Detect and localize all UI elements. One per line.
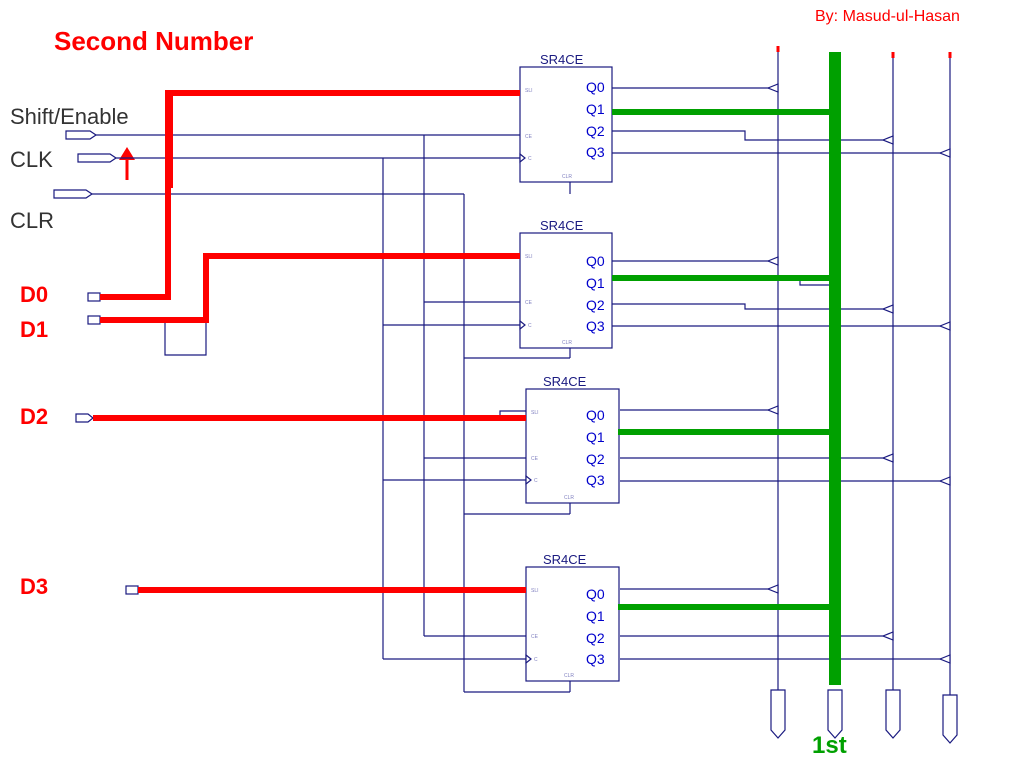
svg-text:CLR: CLR	[564, 673, 574, 679]
sr4ce-block-4: SR4CE SLI CE C CLR Q0 Q1 Q2 Q3	[525, 552, 620, 682]
sr4ce-block-1: SR4CE SLI CE C CLR Q0 Q1 Q2 Q3	[519, 52, 613, 183]
q1-label: Q1	[586, 275, 605, 291]
q0-label: Q0	[586, 79, 605, 95]
svg-text:CE: CE	[531, 634, 539, 640]
svg-text:CE: CE	[525, 300, 533, 306]
d2-port	[75, 413, 94, 423]
up-arrow-icon	[119, 147, 135, 180]
q3-label: Q3	[586, 651, 605, 667]
svg-text:C: C	[528, 323, 532, 329]
d0-label: D0	[20, 282, 49, 307]
d3-label: D3	[20, 574, 49, 599]
svg-text:C: C	[534, 478, 538, 484]
input-ports	[53, 130, 139, 595]
block-name: SR4CE	[543, 552, 587, 567]
page-title: Second Number	[54, 26, 254, 56]
q3-label: Q3	[586, 472, 605, 488]
clear-port	[53, 189, 94, 199]
sr4ce-block-3: SR4CE SLI CE C CLR Q0 Q1 Q2 Q3	[525, 374, 620, 504]
svg-text:CLR: CLR	[562, 340, 572, 346]
highlighted-data-paths	[93, 90, 526, 593]
q3-label: Q3	[586, 144, 605, 160]
q0-label: Q0	[586, 407, 605, 423]
block-name: SR4CE	[540, 218, 584, 233]
clr-label: CLR	[10, 208, 55, 233]
q2-label: Q2	[586, 451, 605, 467]
d0-port	[87, 292, 101, 302]
q2-label: Q2	[586, 630, 605, 646]
q0-label: Q0	[586, 586, 605, 602]
q3-label: Q3	[586, 318, 605, 334]
control-wires	[92, 134, 571, 693]
output-bus	[612, 46, 952, 695]
svg-text:SLI: SLI	[531, 410, 539, 416]
svg-text:CLR: CLR	[562, 174, 572, 180]
q1-label: Q1	[586, 429, 605, 445]
svg-text:SLI: SLI	[531, 588, 539, 594]
bus-label: 1st	[812, 732, 847, 759]
q2-label: Q2	[586, 297, 605, 313]
svg-text:CLR: CLR	[564, 495, 574, 501]
block-name: SR4CE	[540, 52, 584, 67]
svg-text:C: C	[534, 657, 538, 663]
svg-text:SLI: SLI	[525, 88, 533, 94]
q2-label: Q2	[586, 123, 605, 139]
d2-label: D2	[20, 404, 49, 429]
clock-port	[77, 153, 118, 163]
block-name: SR4CE	[543, 374, 587, 389]
d1-label: D1	[20, 317, 49, 342]
svg-text:C: C	[528, 156, 532, 162]
q1-label: Q1	[586, 101, 605, 117]
svg-text:CE: CE	[525, 134, 533, 140]
shift-enable-label: Shift/Enable	[10, 104, 129, 129]
svg-text:SLI: SLI	[525, 254, 533, 260]
d1-port	[87, 315, 101, 325]
q1-label: Q1	[586, 608, 605, 624]
q0-label: Q0	[586, 253, 605, 269]
clk-label: CLK	[10, 147, 53, 172]
highlighted-bus-path	[612, 52, 841, 685]
svg-text:CE: CE	[531, 456, 539, 462]
author-credit: By: Masud-ul-Hasan	[815, 8, 960, 25]
sr4ce-block-2: SR4CE SLI CE C CLR Q0 Q1 Q2 Q3	[519, 218, 613, 349]
bus-connectors	[770, 689, 958, 744]
d3-port	[125, 585, 139, 595]
shift-port	[65, 130, 98, 140]
